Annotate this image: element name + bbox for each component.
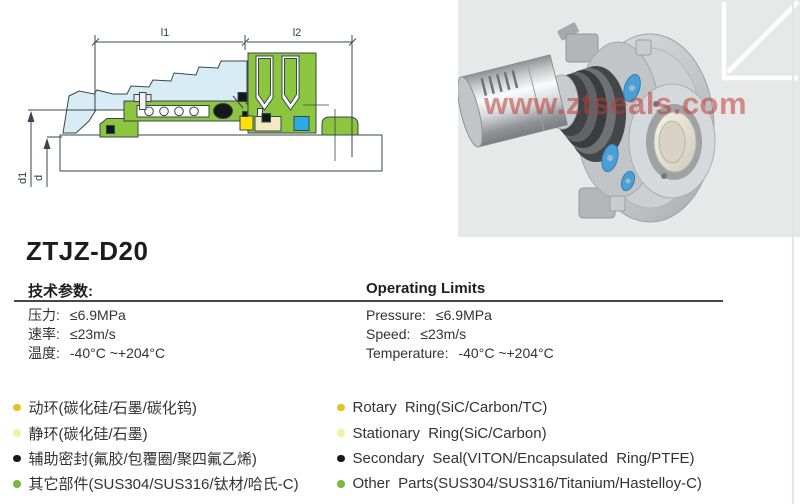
- dimension-d1: d1: [17, 111, 35, 187]
- flush-port: [557, 22, 599, 63]
- spec-value: ≤23m/s: [420, 326, 467, 342]
- spec-label: 温度:: [28, 345, 60, 361]
- spec-value: ≤23m/s: [69, 326, 116, 342]
- blue-clips: [601, 73, 641, 192]
- page-edge-artifact: [792, 0, 794, 504]
- bolt-head: [635, 39, 652, 56]
- material-text: 其它部件(SUS304/SUS316/钛材/哈氏-C): [28, 476, 299, 494]
- cn-spec-heading: 技术参数:: [28, 283, 93, 300]
- product-photo-panel: www.ztseals.com: [458, 0, 800, 237]
- spec-label: 速率:: [28, 326, 60, 342]
- material-text: 静环(碳化硅/石墨): [28, 425, 148, 443]
- material-row-rotary-cn: 动环(碳化硅/石墨/碳化钨): [13, 395, 299, 420]
- material-text: 动环(碳化硅/石墨/碳化钨): [28, 400, 197, 418]
- corner-arrow-graphic: [721, 0, 800, 81]
- spec-label: Temperature:: [366, 345, 449, 361]
- spec-row-speed-cn: 速率: ≤23m/s: [28, 325, 165, 344]
- watermark-text: www.ztseals.com: [484, 86, 748, 121]
- dim-l1-label: l1: [161, 27, 170, 39]
- mechanical-seal-photo: [458, 22, 716, 223]
- spec-label: 压力:: [28, 307, 60, 323]
- seal-sleeve: [458, 54, 568, 148]
- gland-blue-section: [63, 61, 247, 133]
- cn-materials-list: 动环(碳化硅/石墨/碳化钨) 静环(碳化硅/石墨) 辅助密封(氟胶/包覆圈/聚四…: [13, 395, 299, 497]
- yellow-seal-detail: [240, 116, 253, 130]
- model-title: ZTJZ-D20: [26, 236, 149, 266]
- bolt-head: [609, 195, 626, 212]
- spec-row-temperature-en: Temperature: -40°C ~+204°C: [366, 344, 554, 363]
- material-row-rotary-en: Rotary Ring(SiC/Carbon/TC): [337, 395, 702, 420]
- bullet-icon: [337, 454, 345, 463]
- material-row-other-en: Other Parts(SUS304/SUS316/Titanium/Haste…: [337, 471, 702, 496]
- spec-row-pressure-cn: 压力: ≤6.9MPa: [28, 306, 165, 325]
- material-row-stationary-cn: 静环(碳化硅/石墨): [13, 420, 299, 445]
- shaft-outline: [28, 110, 382, 171]
- en-materials-list: Rotary Ring(SiC/Carbon/TC) Stationary Ri…: [337, 395, 702, 497]
- spec-row-temperature-cn: 温度: -40°C ~+204°C: [28, 344, 165, 363]
- bullet-icon: [337, 429, 345, 437]
- dimension-l1: l1: [92, 27, 243, 112]
- dimension-l2: l2: [242, 27, 356, 157]
- spec-label: Pressure:: [366, 307, 426, 323]
- material-row-secondary-en: Secondary Seal(VITON/Encapsulated Ring/P…: [337, 446, 702, 471]
- bullet-icon: [13, 429, 21, 437]
- material-text: 辅助密封(氟胶/包覆圈/聚四氟乙烯): [28, 450, 257, 468]
- bullet-icon: [13, 480, 21, 488]
- technical-drawing: l1 l2 d1 d: [17, 27, 440, 232]
- divider-rule: [14, 300, 723, 302]
- spec-value: ≤6.9MPa: [435, 307, 492, 323]
- material-text: Secondary Seal(VITON/Encapsulated Ring/P…: [352, 449, 695, 467]
- material-text: Other Parts(SUS304/SUS316/Titanium/Haste…: [352, 475, 702, 493]
- dim-d1-label: d1: [17, 172, 29, 184]
- material-row-other-cn: 其它部件(SUS304/SUS316/钛材/哈氏-C): [13, 471, 299, 496]
- dim-l2-label: l2: [293, 27, 302, 39]
- spec-value: -40°C ~+204°C: [69, 345, 166, 361]
- bullet-icon: [13, 454, 21, 463]
- bullet-icon: [13, 403, 21, 412]
- dimension-d: d: [33, 138, 51, 187]
- spec-label: Speed:: [366, 326, 411, 342]
- seal-assembly: [100, 53, 358, 137]
- dim-d-label: d: [33, 175, 45, 181]
- spec-row-speed-en: Speed: ≤23m/s: [366, 325, 554, 344]
- en-spec-heading: Operating Limits: [366, 280, 486, 297]
- gland-hub: [628, 83, 716, 199]
- bellows: [553, 66, 626, 162]
- centerlines: [303, 99, 348, 161]
- blue-seal-detail: [294, 117, 309, 131]
- spec-row-pressure-en: Pressure: ≤6.9MPa: [366, 306, 554, 325]
- spec-value: ≤6.9MPa: [69, 307, 126, 323]
- bullet-icon: [337, 480, 345, 488]
- material-row-stationary-en: Stationary Ring(SiC/Carbon): [337, 420, 702, 445]
- material-text: Rotary Ring(SiC/Carbon/TC): [352, 399, 548, 417]
- cn-spec-list: 压力: ≤6.9MPa 速率: ≤23m/s 温度: -40°C ~+204°C: [28, 306, 165, 363]
- spec-value: -40°C ~+204°C: [458, 345, 554, 361]
- material-text: Stationary Ring(SiC/Carbon): [352, 424, 547, 442]
- en-spec-list: Pressure: ≤6.9MPa Speed: ≤23m/s Temperat…: [366, 306, 554, 363]
- bullet-icon: [337, 403, 345, 412]
- material-row-secondary-cn: 辅助密封(氟胶/包覆圈/聚四氟乙烯): [13, 446, 299, 471]
- o-ring: [214, 104, 233, 119]
